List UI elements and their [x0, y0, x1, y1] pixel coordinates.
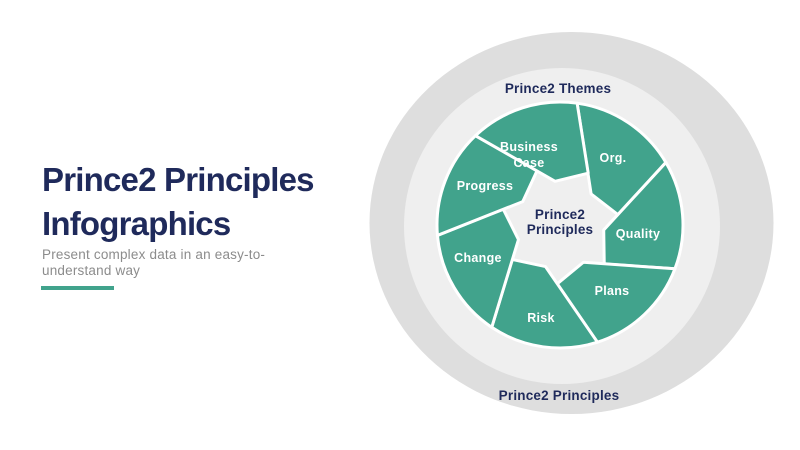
blade-label-progress: Progress	[457, 179, 514, 193]
page-title-line2: Infographics	[42, 205, 231, 242]
blade-label-line: Business	[500, 140, 558, 154]
bottom-ring-label: Prince2 Principles	[499, 388, 620, 403]
title-block: Prince2 Principles Infographics	[42, 158, 372, 246]
center-label-line1: Prince2	[535, 207, 585, 222]
blade-label-quality: Quality	[616, 227, 660, 241]
center-label-line2: Principles	[527, 222, 594, 237]
page-title-line1: Prince2 Principles	[42, 161, 315, 198]
subtitle-line2: understand way	[42, 262, 141, 278]
accent-underline	[41, 286, 114, 290]
blade-shape-business-case	[473, 100, 590, 183]
subtitle-line1: Present complex data in an easy-to-	[42, 247, 266, 262]
blade-label-plans: Plans	[595, 284, 630, 298]
subtitle-block: Present complex data in an easy-to- unde…	[42, 247, 302, 278]
top-ring-label: Prince2 Themes	[505, 81, 611, 96]
blade-label-line: Case	[513, 156, 544, 170]
blade-label-org: Org.	[600, 151, 627, 165]
blade-label-change: Change	[454, 251, 502, 265]
aperture-blades	[435, 100, 685, 350]
blade-label-risk: Risk	[527, 311, 555, 325]
